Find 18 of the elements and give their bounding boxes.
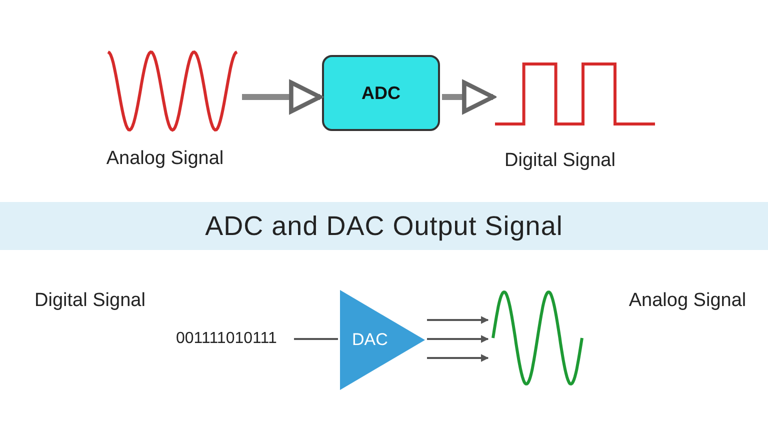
block-arrow <box>242 80 322 114</box>
dac-triangle <box>340 290 425 390</box>
sine-wave-drawing <box>490 288 585 388</box>
binary-code-text: 001111010111 <box>176 328 292 350</box>
block-arrow <box>442 80 496 114</box>
adc-box: ADC <box>322 55 440 131</box>
connector-line <box>294 338 338 340</box>
signal-caption: Analog Signal <box>105 148 225 170</box>
arrow <box>427 335 489 343</box>
signal-caption: Digital Signal <box>504 150 616 172</box>
square-wave-drawing <box>495 62 655 126</box>
signal-caption: Analog Signal <box>628 290 748 312</box>
dac-label: DAC <box>352 330 388 350</box>
title-banner: ADC and DAC Output Signal <box>0 202 768 250</box>
arrow <box>427 354 489 362</box>
signal-caption: Digital Signal <box>34 290 146 312</box>
arrow <box>427 316 489 324</box>
sine-wave-drawing <box>105 48 240 134</box>
